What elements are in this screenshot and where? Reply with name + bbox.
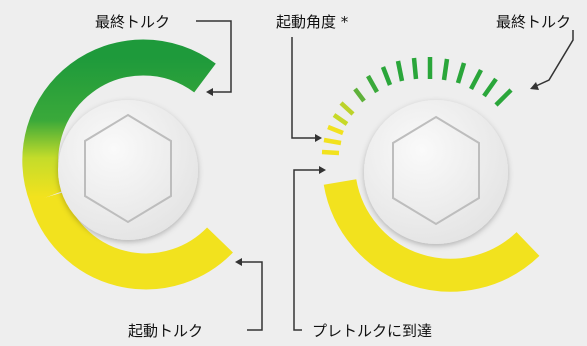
tick-green (469, 68, 483, 91)
tick-yellow (323, 137, 342, 146)
leader-start-angle (291, 37, 316, 139)
tick-green (482, 77, 498, 98)
tick-green (353, 87, 366, 103)
tick-green (366, 74, 379, 94)
leader-start-torque (240, 261, 263, 331)
tick-green (441, 58, 450, 81)
tick-green (411, 57, 419, 80)
right-yellow-arc (323, 178, 540, 292)
tick-green (455, 62, 467, 84)
label-start-torque: 起動トルク (128, 322, 204, 340)
right-hex-outline (392, 115, 480, 226)
tick-green (494, 88, 513, 107)
left-ring-yellow-arc (29, 191, 233, 290)
right-bolt-head (364, 100, 508, 244)
tick-green (395, 60, 405, 82)
left-hex-outline (84, 113, 172, 224)
tick-yellow (321, 149, 340, 156)
left-bolt-head (58, 100, 198, 240)
label-final-torque-left: 最終トルク (95, 13, 171, 31)
tick-yellow (339, 101, 355, 116)
label-pre-torque-reached: プレトルクに到達 (312, 322, 433, 340)
tick-yellow (332, 113, 349, 126)
label-start-angle: 起動角度 * (276, 13, 349, 31)
left-torque-ring (22, 39, 233, 290)
right-tick-marks (321, 57, 513, 156)
tick-yellow (327, 124, 344, 136)
label-final-torque-right: 最終トルク (496, 13, 572, 31)
tick-green (380, 66, 393, 86)
left-ring-green-arc (22, 39, 216, 204)
leader-final-torque-left (196, 20, 232, 93)
leader-final-torque-right (535, 30, 574, 87)
leader-pre-torque (293, 169, 320, 331)
